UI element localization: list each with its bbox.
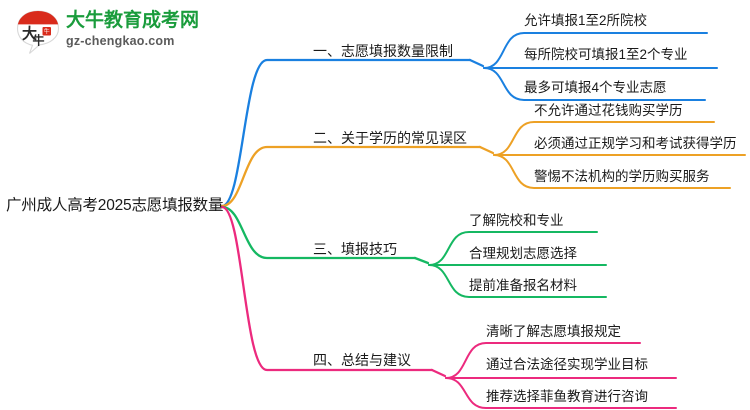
branch-node-1[interactable]: 一、志愿填报数量限制 bbox=[313, 43, 453, 59]
branch-3-connectors bbox=[220, 205, 607, 298]
logo-mark-icon: 牛 大 牛 bbox=[16, 10, 60, 54]
leaf-node-1-2[interactable]: 每所院校可填报1至2个专业 bbox=[524, 47, 688, 62]
leaf-node-4-1[interactable]: 清晰了解志愿填报规定 bbox=[486, 324, 621, 339]
leaf-node-2-2[interactable]: 必须通过正规学习和考试获得学历 bbox=[534, 136, 737, 151]
leaf-node-2-3[interactable]: 警惕不法机构的学历购买服务 bbox=[534, 169, 710, 184]
leaf-node-4-2[interactable]: 通过合法途径实现学业目标 bbox=[486, 357, 648, 372]
leaf-node-1-1[interactable]: 允许填报1至2所院校 bbox=[524, 13, 648, 28]
logo-subtitle: gz-chengkao.com bbox=[66, 34, 175, 48]
branch-2-connectors bbox=[220, 121, 746, 208]
leaf-node-1-3[interactable]: 最多可填报4个专业志愿 bbox=[524, 80, 667, 95]
leaf-node-2-1[interactable]: 不允许通过花钱购买学历 bbox=[534, 103, 683, 118]
branch-node-4[interactable]: 四、总结与建议 bbox=[313, 352, 411, 368]
leaf-node-3-3[interactable]: 提前准备报名材料 bbox=[469, 278, 577, 293]
svg-text:牛: 牛 bbox=[32, 33, 44, 48]
site-logo: 牛 大 牛 大牛教育成考网 gz-chengkao.com bbox=[14, 6, 204, 58]
leaf-node-3-1[interactable]: 了解院校和专业 bbox=[469, 213, 564, 228]
branch-1-connectors bbox=[220, 32, 718, 208]
branch-node-2[interactable]: 二、关于学历的常见误区 bbox=[313, 130, 467, 146]
leaf-node-4-3[interactable]: 推荐选择菲鱼教育进行咨询 bbox=[486, 389, 648, 404]
leaf-node-3-2[interactable]: 合理规划志愿选择 bbox=[469, 246, 577, 261]
svg-text:大: 大 bbox=[22, 25, 37, 43]
branch-4-connectors bbox=[220, 205, 677, 409]
mindmap-root-node[interactable]: 广州成人高考2025志愿填报数量 bbox=[6, 197, 224, 214]
svg-text:牛: 牛 bbox=[44, 28, 50, 36]
logo-title: 大牛教育成考网 bbox=[66, 10, 200, 31]
logo-text: 大牛教育成考网 gz-chengkao.com bbox=[66, 9, 206, 49]
branch-node-3[interactable]: 三、填报技巧 bbox=[313, 241, 397, 257]
